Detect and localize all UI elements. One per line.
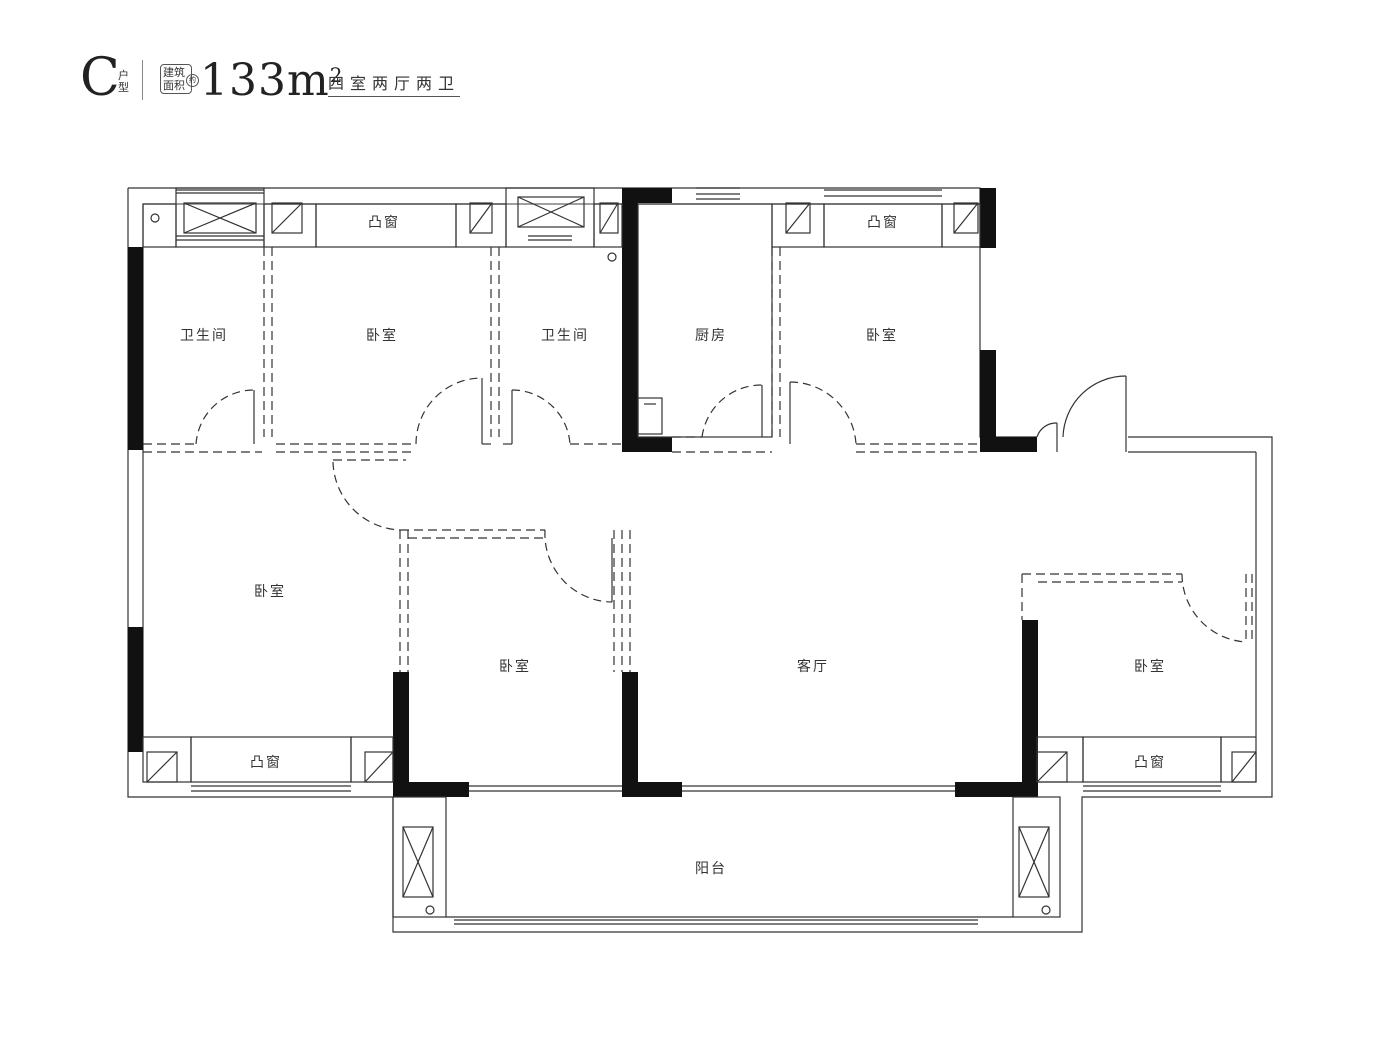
room-bathroom-2: 卫生间 [541, 328, 589, 344]
door-swings [195, 377, 1247, 643]
bay-window-label-3: 凸窗 [250, 755, 282, 771]
area-number: 133m [200, 55, 330, 106]
room-bedroom-left: 卧室 [254, 584, 286, 600]
room-bedroom-right: 卧室 [1134, 659, 1166, 675]
area-value: 133m2 [200, 56, 343, 106]
balcony [392, 796, 1061, 925]
room-summary: 四室两厅两卫 [328, 74, 461, 97]
room-bedroom-top-2: 卧室 [866, 328, 898, 344]
room-kitchen: 厨房 [695, 328, 727, 344]
bay-window-label-2: 凸窗 [867, 215, 899, 231]
room-bathroom-1: 卫生间 [180, 328, 228, 344]
bay-window-label-1: 凸窗 [368, 215, 400, 231]
kitchen-fixture [637, 397, 663, 435]
unit-type-label: 户型 [118, 69, 129, 94]
area-superscript: 2 [329, 63, 344, 87]
bottom-windows [142, 736, 1257, 792]
room-bedroom-middle: 卧室 [499, 659, 531, 675]
room-living-room: 客厅 [797, 659, 829, 675]
balcony-sliding-doors [469, 785, 955, 792]
bay-window-label-4: 凸窗 [1134, 755, 1166, 771]
solid-walls [128, 188, 1038, 797]
outer-walls [127, 187, 1273, 933]
room-bedroom-top-1: 卧室 [366, 328, 398, 344]
header-divider [142, 60, 143, 100]
top-windows [142, 187, 981, 438]
area-approx-mark: 约 [186, 74, 199, 87]
unit-type-letter: C [80, 48, 120, 108]
dashed-partitions [143, 247, 1253, 672]
room-balcony: 阳台 [695, 861, 727, 877]
entrance-door [1036, 375, 1127, 452]
